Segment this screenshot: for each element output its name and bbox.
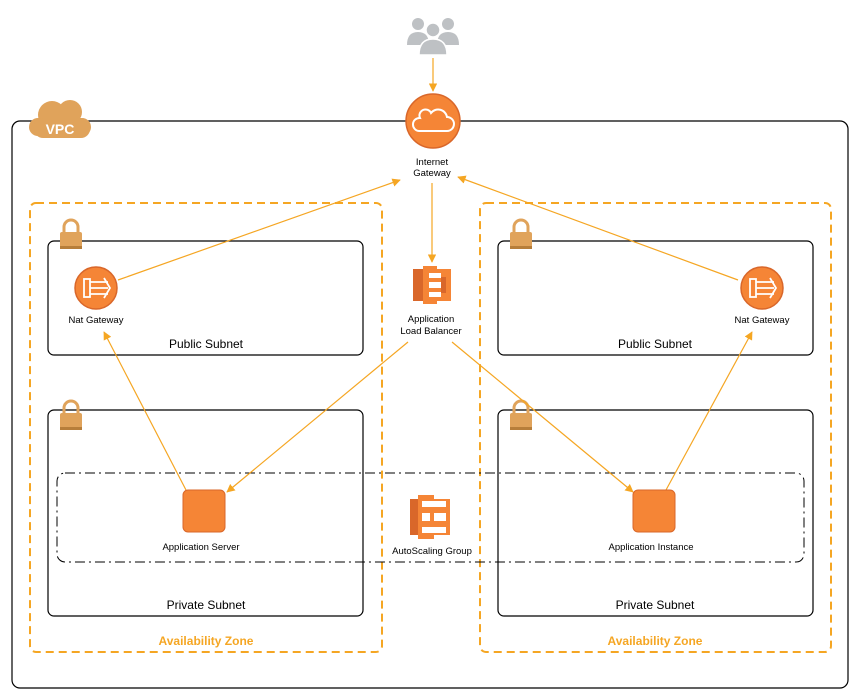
availability-zone-label-left: Availability Zone bbox=[159, 634, 254, 648]
load-balancer-label-line2: Load Balancer bbox=[400, 326, 461, 337]
vpc-badge: VPC bbox=[29, 100, 91, 138]
private-subnet-label-left: Private Subnet bbox=[167, 598, 246, 612]
internet-gateway-label-line2: Gateway bbox=[413, 168, 451, 179]
nat-gateway-right: Nat Gateway bbox=[735, 266, 790, 326]
availability-zone-right bbox=[479, 202, 832, 653]
load-balancer-label-line1: Application bbox=[408, 314, 454, 325]
autoscaling-group-boundary bbox=[56, 472, 805, 563]
public-subnet-left bbox=[47, 240, 364, 356]
arrow-load-balancer-to-instance bbox=[451, 341, 634, 493]
nat-gateway-label-left: Nat Gateway bbox=[69, 315, 124, 326]
lock-icon bbox=[510, 399, 532, 430]
nat-gateway-label-right: Nat Gateway bbox=[735, 315, 790, 326]
application-instance-icon bbox=[632, 489, 676, 533]
internet-gateway-label-line1: Internet bbox=[416, 157, 449, 168]
availability-zone-left bbox=[29, 202, 383, 653]
arrow-load-balancer-to-server bbox=[226, 341, 409, 493]
load-balancer-icon bbox=[413, 266, 451, 304]
application-server-icon bbox=[182, 489, 226, 533]
private-subnet-right bbox=[497, 409, 814, 617]
arrow-nat-left-to-gateway bbox=[117, 178, 401, 281]
lock-icon bbox=[60, 399, 82, 430]
internet-gateway: Internet Gateway bbox=[405, 93, 461, 179]
arrow-nat-right-to-gateway bbox=[457, 175, 739, 281]
vpc-container bbox=[11, 120, 849, 689]
lock-icon bbox=[60, 218, 82, 249]
public-subnet-label-right: Public Subnet bbox=[618, 337, 693, 351]
arrow-instance-to-nat-right bbox=[665, 331, 753, 491]
application-server-label: Application Server bbox=[162, 542, 239, 553]
arrow-server-to-nat-left bbox=[103, 331, 187, 491]
users-icon bbox=[407, 18, 459, 56]
application-instance-label: Application Instance bbox=[608, 542, 693, 553]
vpc-label: VPC bbox=[46, 121, 75, 137]
autoscaling-group-label: AutoScaling Group bbox=[392, 546, 472, 557]
private-subnet-label-right: Private Subnet bbox=[616, 598, 695, 612]
private-subnet-left bbox=[47, 409, 364, 617]
internet-gateway-circle bbox=[405, 93, 461, 149]
autoscaling-icon bbox=[410, 495, 450, 539]
connections bbox=[103, 58, 753, 493]
availability-zone-label-right: Availability Zone bbox=[608, 634, 703, 648]
cloud-icon bbox=[412, 108, 455, 132]
lock-icon bbox=[510, 218, 532, 249]
public-subnet-right bbox=[497, 240, 814, 356]
public-subnet-label-left: Public Subnet bbox=[169, 337, 244, 351]
vpc-cloud-icon bbox=[29, 100, 91, 138]
nat-gateway-left: Nat Gateway bbox=[69, 266, 124, 326]
